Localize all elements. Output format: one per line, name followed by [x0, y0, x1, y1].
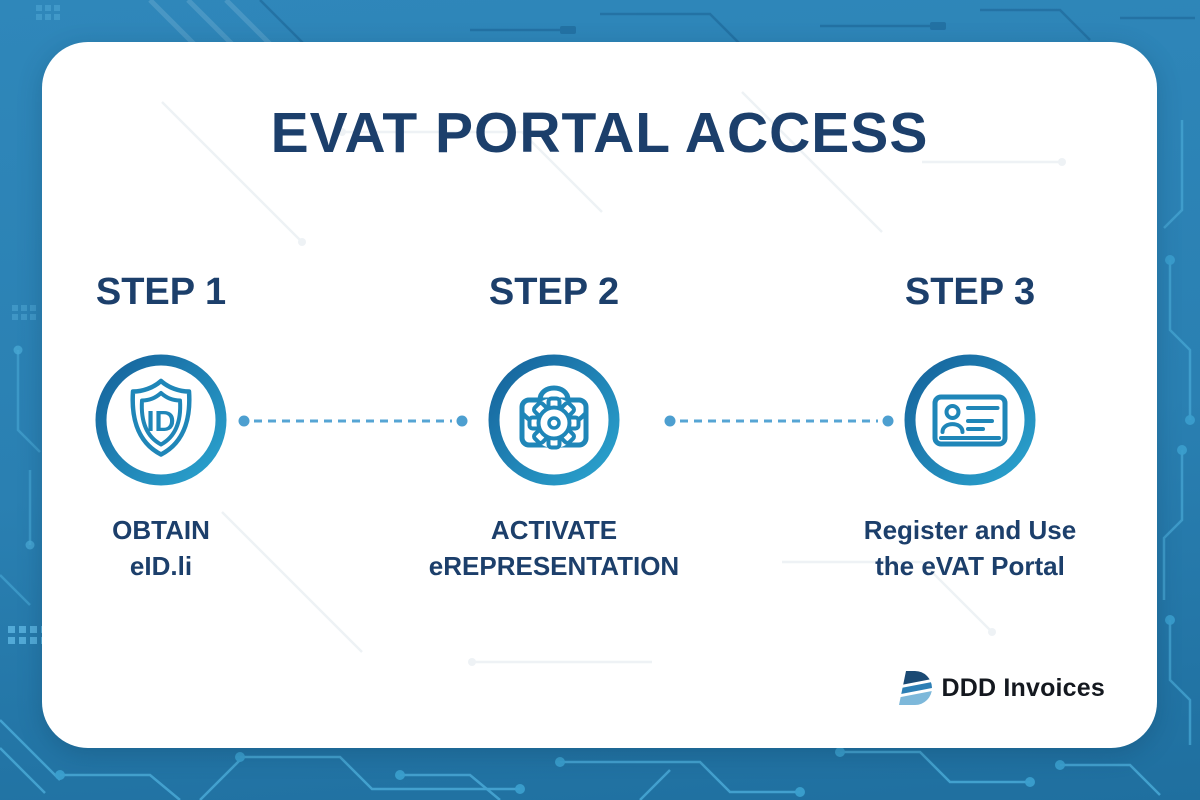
briefcase-gear-icon [488, 354, 620, 486]
step-2-column: STEP 2 [414, 262, 694, 584]
step-3-column: STEP 3 Register and Use the [830, 262, 1110, 584]
step-2-caption: ACTIVATE eREPRESENTATION [428, 515, 680, 581]
page-title: EVAT PORTAL ACCESS [270, 101, 929, 165]
step-1-column: STEP 1 ID OBTAIN eID.li [42, 262, 301, 584]
step-3-caption: Register and Use the eVAT Portal [863, 515, 1077, 581]
step-1-label: STEP 1 [95, 271, 227, 313]
step1-step2-connector [238, 415, 468, 427]
step-2-label: STEP 2 [488, 271, 620, 313]
content-card: EVAT PORTAL ACCESS STEP 1 [42, 42, 1157, 748]
id-shield-icon: ID [95, 354, 227, 486]
brand-logo: DDD Invoices [896, 670, 1105, 706]
ddd-logo-icon [899, 671, 933, 705]
step-3-icon-wrap [830, 354, 1110, 486]
shield-id-badge-text: ID [147, 406, 176, 438]
step-1-icon-wrap: ID [42, 354, 301, 486]
step-1-caption: OBTAIN eID.li [112, 515, 210, 581]
id-card-icon [904, 354, 1036, 486]
brand-logo-text: DDD Invoices [941, 673, 1105, 702]
step-3-label: STEP 3 [904, 271, 1036, 313]
step-2-icon-wrap [414, 354, 694, 486]
step2-step3-connector [664, 415, 894, 427]
